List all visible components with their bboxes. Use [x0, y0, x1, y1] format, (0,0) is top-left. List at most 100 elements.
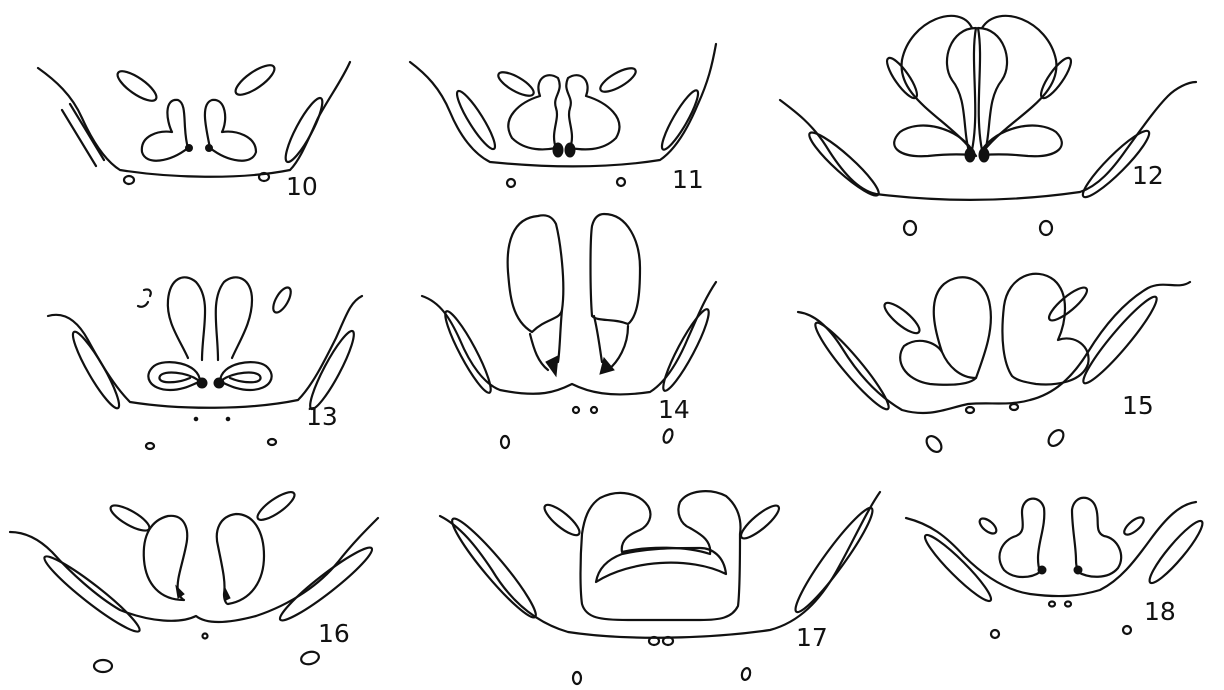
panel-17-right-band	[788, 502, 879, 617]
panel-11-right-band	[657, 87, 703, 153]
panel-11-foramen-right	[617, 178, 625, 186]
panel-15: 15	[798, 274, 1190, 455]
panel-12-left-band	[804, 127, 884, 202]
panel-10-right-lobe	[205, 100, 256, 161]
panel-14: 14	[422, 214, 716, 448]
panel-17-left-lateral	[541, 500, 584, 539]
panel-16-foramen-left	[94, 660, 112, 672]
panel-12-right-lobe-outer	[980, 16, 1056, 156]
panel-15-right-band	[1077, 291, 1163, 388]
panel-12-left-lobe-outer	[902, 16, 976, 156]
panel-12-foramen-right	[1040, 221, 1052, 235]
panel-13-left-lobe	[168, 277, 205, 360]
panel-18-label: 18	[1144, 597, 1176, 626]
panel-14-left-dot	[546, 356, 558, 376]
panel-14-mid-dot-right	[591, 407, 597, 413]
panel-11-right-lobe	[566, 75, 619, 149]
panel-13-left-lateral	[138, 289, 151, 306]
panel-11-left-band	[452, 87, 500, 152]
panel-16-outline	[10, 518, 378, 622]
panel-14-label: 14	[658, 395, 690, 424]
panel-14-mid-dot-left	[573, 407, 579, 413]
panel-16-right-lateral	[254, 488, 298, 525]
panel-15-label: 15	[1122, 391, 1154, 420]
panel-10-label: 10	[286, 172, 318, 201]
panel-13-label: 13	[306, 402, 338, 431]
panel-13-right-lateral	[270, 285, 294, 315]
panel-10-left-dot	[186, 145, 193, 152]
panel-16-mid-dot	[203, 634, 208, 639]
panel-10-foramen-left	[124, 176, 134, 184]
panel-13-mid-dot-left	[194, 417, 198, 421]
panel-11-foramen-left	[507, 179, 515, 187]
panel-18: 18	[906, 498, 1208, 638]
panel-18-right-band	[1144, 516, 1208, 588]
panel-13-foramen-left	[146, 443, 154, 449]
panel-13-right-lobe	[216, 277, 252, 360]
panel-10-left-band	[62, 104, 104, 166]
panel-15-left-band	[809, 317, 895, 414]
panel-12-left-dot	[965, 148, 975, 162]
panel-18-mid-dot-right	[1065, 602, 1071, 607]
panel-10-right-band	[280, 94, 328, 165]
panel-17-outline	[440, 492, 880, 638]
panel-11-right-lateral	[597, 64, 639, 96]
panel-17-label: 17	[796, 623, 828, 652]
panel-18-right-dot	[1074, 566, 1082, 574]
panel-10-right-dot	[206, 145, 213, 152]
panel-10-left-lobe	[142, 100, 188, 161]
panel-17-chamber	[581, 491, 741, 620]
panel-18-left-lobe	[1000, 499, 1045, 577]
panel-18-foramen-right	[1123, 626, 1131, 634]
panel-16-left-lateral	[107, 501, 152, 535]
panel-15-mid-dot-left	[966, 407, 974, 413]
panel-10-left-lateral	[114, 66, 161, 105]
panel-13: 13	[48, 277, 362, 449]
panel-18-left-dot	[1038, 566, 1046, 574]
panel-17: 17	[440, 491, 880, 684]
panel-11-right-dot	[565, 143, 575, 157]
panel-13-right-band	[304, 327, 359, 412]
panel-15-mid-dot-right	[1010, 404, 1018, 410]
panel-16-right-band	[275, 541, 377, 627]
panel-13-right-dot	[214, 378, 224, 388]
panel-13-left-dot	[197, 378, 207, 388]
panel-11-label: 11	[672, 165, 704, 194]
panel-17-right-lateral	[737, 501, 783, 543]
panel-12-right-lobe	[978, 28, 1062, 156]
panel-15-foramen-right	[1046, 427, 1067, 449]
panel-11: 11	[410, 44, 716, 194]
panel-14-right-band	[657, 306, 714, 395]
panel-15-left-lobe	[900, 277, 991, 384]
panel-12-foramen-left	[904, 221, 916, 235]
panel-12-right-dot	[979, 148, 989, 162]
panel-14-right-lobe	[591, 214, 641, 324]
panel-12-label: 12	[1132, 161, 1164, 190]
panel-15-foramen-left	[924, 433, 945, 455]
panel-18-foramen-left	[991, 630, 999, 638]
panel-15-right-lateral	[1045, 283, 1091, 325]
panel-13-right-coil	[220, 362, 272, 390]
panel-13-mid-dot-right	[226, 417, 230, 421]
panel-17-foramen-left	[573, 672, 581, 684]
panel-18-left-lateral	[977, 516, 999, 537]
panel-13-foramen-right	[268, 439, 276, 445]
panel-10-right-lateral	[232, 60, 279, 99]
panel-14-left-lobe	[508, 215, 564, 332]
panel-10-outline	[38, 62, 350, 177]
panel-13-left-coil	[148, 362, 200, 390]
panel-17-foramen-right	[741, 667, 752, 681]
panel-18-left-band	[920, 530, 996, 606]
panel-16-foramen-right	[300, 650, 320, 666]
panel-16-left-band	[39, 550, 145, 638]
panel-11-left-dot	[553, 143, 563, 157]
panel-13-left-band	[67, 328, 125, 412]
panel-15-left-lateral	[881, 298, 924, 337]
panel-14-right-lobe-stem	[594, 316, 628, 370]
panel-11-left-lateral	[495, 68, 537, 100]
panel-16-right-lobe	[217, 514, 264, 604]
panel-16: 16	[10, 488, 378, 672]
panel-11-left-lobe	[508, 75, 559, 149]
panel-16-left-lobe	[144, 516, 187, 600]
